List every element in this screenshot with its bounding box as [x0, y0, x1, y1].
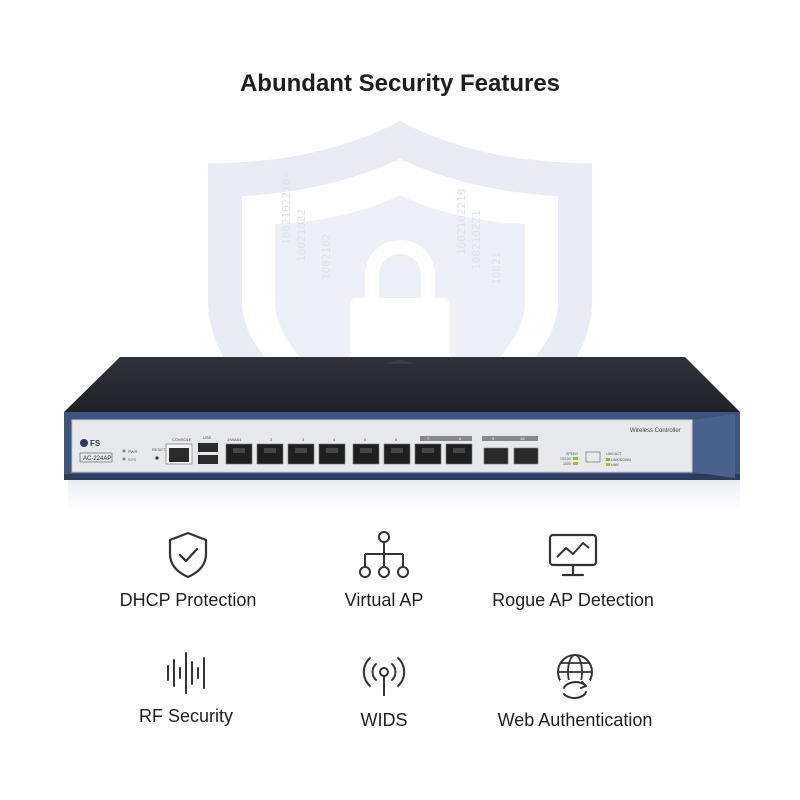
hero-illustration: 1002102210- 10021022 1002102210 10021022… [64, 120, 740, 520]
svg-text:RESET: RESET [152, 447, 166, 452]
svg-text:1002102: 1002102 [320, 234, 333, 280]
feature-virtual-ap: Virtual AP [274, 530, 494, 611]
svg-text:4: 4 [333, 437, 336, 442]
svg-text:9: 9 [492, 436, 495, 441]
shield-check-icon [168, 531, 208, 579]
svg-text:1002102210: 1002102210 [455, 189, 468, 255]
feature-label: Rogue AP Detection [492, 590, 654, 610]
feature-rf-security: RF Security [76, 650, 296, 727]
svg-text:5: 5 [364, 437, 367, 442]
svg-text:SYS: SYS [128, 457, 136, 462]
svg-text:CONSOLE: CONSOLE [172, 437, 192, 442]
svg-text:6: 6 [395, 437, 398, 442]
svg-text:1/WAN1: 1/WAN1 [227, 437, 243, 442]
svg-text:10: 10 [520, 436, 525, 441]
svg-text:LINK: LINK [611, 463, 619, 467]
sound-wave-icon [167, 652, 205, 694]
globe-refresh-icon [557, 654, 593, 699]
svg-text:1000: 1000 [563, 462, 571, 466]
svg-text:100210221: 100210221 [470, 210, 483, 270]
sfp-ports: 9 10 [482, 436, 539, 465]
feature-wids: WIDS [274, 650, 494, 731]
monitor-chart-icon [548, 533, 598, 577]
network-tree-icon [359, 531, 409, 578]
svg-text:LINK/DOWN: LINK/DOWN [611, 458, 631, 462]
feature-rogue-ap-detection: Rogue AP Detection [463, 530, 683, 611]
feature-dhcp-protection: DHCP Protection [78, 530, 298, 611]
wireless-controller-device: FS AC-224AP PWR SYS RESET CONSOLE USB 1/… [64, 357, 740, 480]
svg-text:1002102210-: 1002102210- [280, 172, 293, 245]
feature-label: DHCP Protection [119, 590, 257, 610]
feature-label: RF Security [138, 706, 234, 726]
svg-text:USB: USB [203, 435, 212, 440]
page-title: Abundant Security Features [239, 70, 561, 97]
model-label: AC-224AP [83, 456, 111, 462]
feature-grid: DHCP Protection Virtual AP Rogue AP Dete… [0, 520, 800, 800]
svg-text:3: 3 [302, 437, 305, 442]
svg-text:10021: 10021 [490, 252, 503, 285]
svg-text:7: 7 [427, 436, 430, 441]
svg-text:PWR: PWR [128, 449, 137, 454]
feature-web-authentication: Web Authentication [465, 650, 685, 731]
wireless-signal-icon [362, 657, 406, 696]
svg-text:2: 2 [270, 437, 273, 442]
svg-text:8: 8 [459, 436, 462, 441]
svg-text:LINK/ACT: LINK/ACT [606, 452, 623, 456]
brand-logo: FS [90, 439, 101, 448]
lan-ports: 1/WAN1 2 3 4 5 6 7 8 [225, 436, 473, 465]
product-label: Wireless Controller [630, 428, 681, 434]
svg-text:10/100: 10/100 [560, 457, 571, 461]
feature-label: Virtual AP [344, 590, 424, 610]
feature-label: WIDS [360, 710, 408, 730]
svg-text:10021022: 10021022 [295, 209, 308, 262]
feature-label: Web Authentication [497, 710, 653, 730]
svg-text:SPEED: SPEED [566, 452, 578, 456]
